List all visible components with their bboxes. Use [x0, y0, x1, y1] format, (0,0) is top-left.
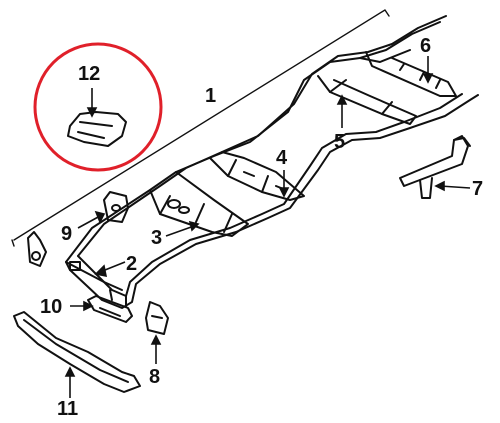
- part-10-bracket: [87, 295, 133, 323]
- frame-rail-left: [65, 93, 479, 309]
- part-mount-left: [27, 231, 47, 267]
- part-11-crossmember: [13, 311, 141, 393]
- center-crossmember: [209, 151, 305, 201]
- front-crossmember: [149, 171, 249, 237]
- part-7-bracket: [399, 135, 471, 199]
- callout-4: 4: [276, 147, 288, 169]
- front-bumper-cross: [65, 261, 123, 291]
- callout-1: 1: [205, 85, 216, 107]
- assembly-bracket-line: [11, 9, 390, 247]
- mid-crossmember: [317, 75, 417, 125]
- callout-6: 6: [420, 35, 431, 57]
- callout-2: 2: [126, 253, 137, 275]
- highlight-circle: [33, 42, 163, 172]
- callout-11: 11: [57, 398, 78, 420]
- callout-8: 8: [149, 366, 160, 388]
- callout-12: 12: [78, 63, 100, 85]
- part-8-mount: [145, 301, 169, 335]
- callout-10: 10: [40, 296, 62, 318]
- part-12-skid-plate: [67, 111, 127, 147]
- callout-5: 5: [334, 131, 345, 153]
- leader-lines: [64, 56, 471, 398]
- part-9-bracket: [103, 191, 129, 223]
- rear-crossmember: [365, 51, 457, 97]
- frame-rail-right: [65, 15, 447, 263]
- callout-7: 7: [472, 178, 483, 200]
- callout-3: 3: [151, 227, 162, 249]
- callout-9: 9: [61, 223, 72, 245]
